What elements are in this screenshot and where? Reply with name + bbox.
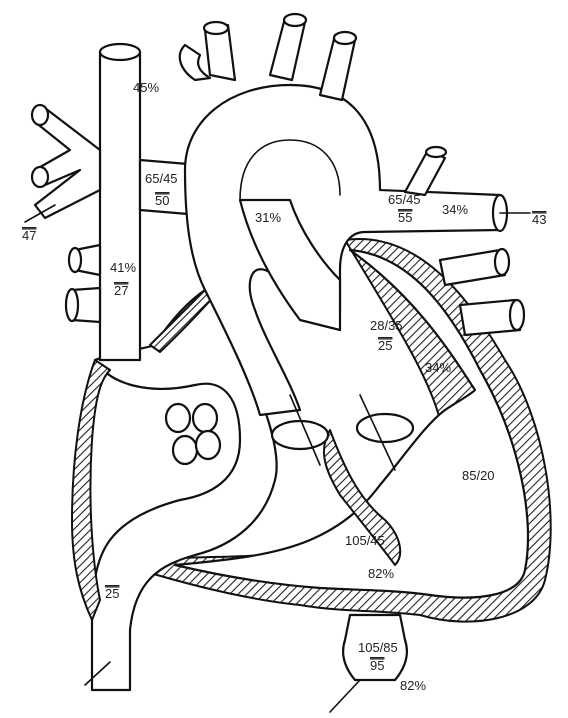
pa-sat-label: 31% <box>255 210 281 225</box>
arch-vessel-cap-3 <box>334 32 356 44</box>
la-inflow-pressure-label: 65/45 <box>388 192 421 207</box>
la-inflow-mean-label: 55 <box>398 210 412 225</box>
left-vessel-cap-2 <box>32 167 48 187</box>
arch-vessel-2 <box>270 18 305 80</box>
pulmonary-vein-1 <box>166 404 190 432</box>
svc-mean-label: 50 <box>155 193 169 208</box>
ra-mean-label: 27 <box>114 283 128 298</box>
left-vessel-cap-4 <box>66 289 78 321</box>
right-pv-cap-1 <box>495 249 509 275</box>
svc-flow-label: 47 <box>22 228 36 243</box>
ao-pressure-label: 105/85 <box>358 640 398 655</box>
svc-pressure-label: 65/45 <box>145 171 178 186</box>
left-vessel-cap-3 <box>69 248 81 272</box>
la-pressure-label: 28/35 <box>370 318 403 333</box>
arch-vessel-cap-1 <box>204 22 228 34</box>
ao-sat-label: 82% <box>400 678 426 693</box>
aorta-arrow <box>330 680 360 712</box>
right-branch-cap <box>426 147 446 157</box>
pulmonary-vein-2 <box>193 404 217 432</box>
la-inflow-sat-label: 34% <box>442 202 468 217</box>
rv-pressure-label: 105/45 <box>345 533 385 548</box>
left-vessel-cap-1 <box>32 105 48 125</box>
arch-vessel-cap-2 <box>284 14 306 26</box>
la-mean-label: 25 <box>378 338 392 353</box>
ao-mean-label: 95 <box>370 658 384 673</box>
arch-vessel-4 <box>180 45 210 80</box>
superior-vena-cava <box>100 52 140 360</box>
pulmonary-vein-4 <box>196 431 220 459</box>
svc-sat-label: 45% <box>133 80 159 95</box>
pulmonary-vein-3 <box>173 436 197 464</box>
valve-right <box>357 414 413 442</box>
ivc-mean-label: 25 <box>105 586 119 601</box>
rv-sat-label: 82% <box>368 566 394 581</box>
la-sat-label: 34% <box>425 360 451 375</box>
pv-flow-label: 43 <box>532 212 546 227</box>
valve-left <box>272 421 328 449</box>
right-pv-cap-2 <box>510 300 524 330</box>
ra-sat-label: 41% <box>110 260 136 275</box>
lv-pressure-label: 85/20 <box>462 468 495 483</box>
arch-vessel-3 <box>320 35 355 100</box>
svc-opening <box>100 44 140 60</box>
